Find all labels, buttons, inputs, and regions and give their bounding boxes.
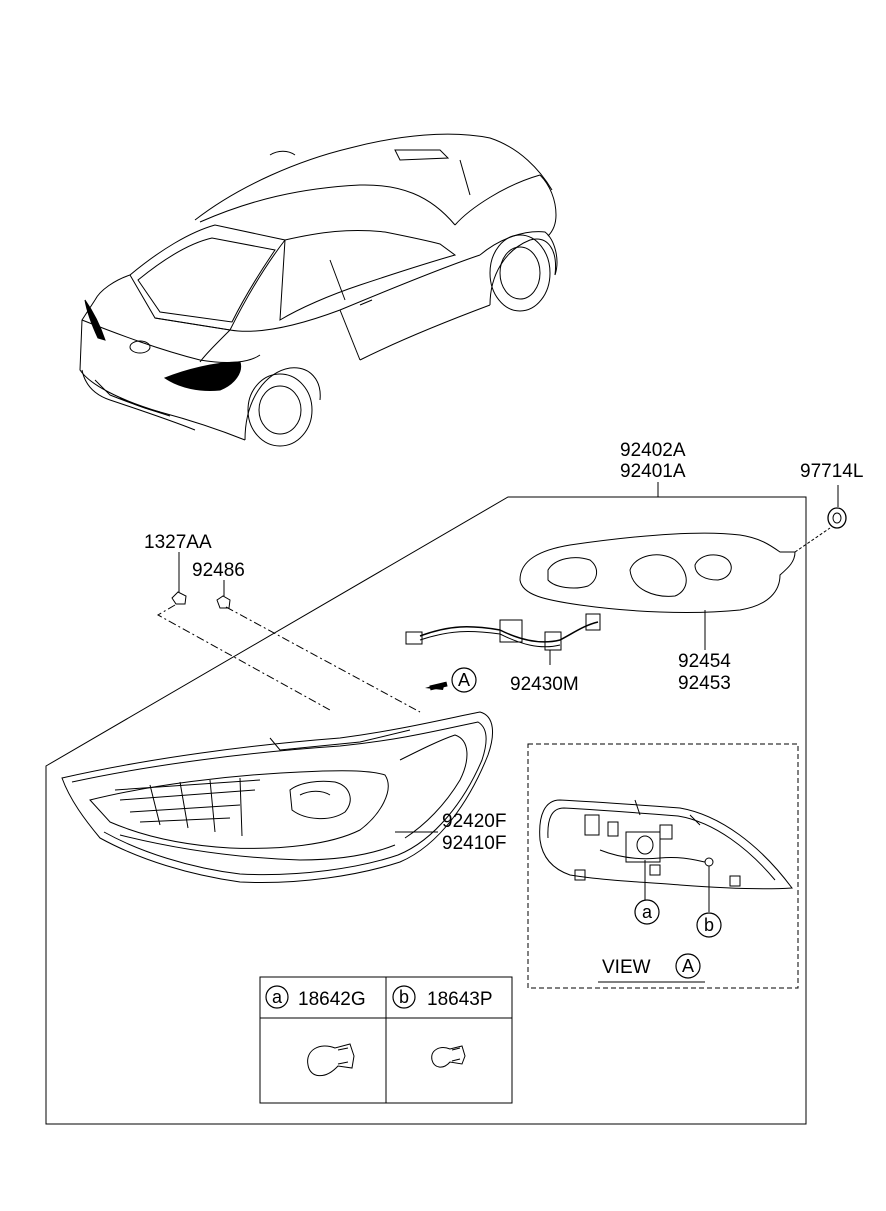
- callout-b-letter: b: [704, 915, 714, 935]
- bulb-table-b-part: 18643P: [427, 989, 493, 1010]
- callout-a-letter: a: [642, 902, 653, 922]
- bulb-table-b-letter: b: [399, 987, 409, 1007]
- socket-wiring-92430m: [405, 613, 601, 665]
- view-a-detail-box: [527, 743, 799, 989]
- gasket-92454: [519, 527, 831, 613]
- assembly-leader-line: [225, 606, 421, 713]
- assembly-leader-line: [156, 604, 331, 711]
- nut-97714l: [827, 485, 847, 529]
- view-a-title-circle: [675, 953, 701, 979]
- part-label-92430m: 92430M: [510, 674, 579, 695]
- bulb-table-a-part: 18642G: [298, 989, 366, 1010]
- part-label-1327aa: 1327AA: [144, 532, 212, 553]
- part-label-92402a: 92402A: [620, 440, 686, 461]
- part-label-92401a: 92401A: [620, 461, 686, 482]
- part-label-92453: 92453: [678, 673, 731, 694]
- view-a-title: VIEW: [602, 957, 651, 978]
- bulb-table: [259, 976, 513, 1104]
- view-a-circle-marker: [451, 667, 477, 693]
- view-a-arrow-letter: A: [458, 670, 470, 690]
- bulb-b-icon: [431, 1045, 466, 1068]
- screw-1327aa: [171, 552, 187, 605]
- grommet-92486: [216, 580, 231, 609]
- callout-b-circle: [696, 912, 722, 938]
- part-label-97714l: 97714L: [800, 461, 863, 482]
- assembly-boundary-box: [45, 496, 807, 1125]
- part-label-92420f: 92420F: [442, 811, 506, 832]
- view-a-arrow: [425, 681, 448, 691]
- part-label-92454: 92454: [678, 651, 731, 672]
- view-a-title-letter: A: [682, 956, 694, 976]
- lamp-lens-housing: [61, 711, 493, 883]
- callout-a-circle: [634, 899, 660, 925]
- bulb-table-a-letter: a: [272, 987, 283, 1007]
- part-label-92410f: 92410F: [442, 833, 506, 854]
- car-illustration: [79, 133, 558, 447]
- view-a-lamp-back: [539, 799, 793, 890]
- bulb-a-icon: [307, 1043, 355, 1077]
- part-label-92486: 92486: [192, 560, 245, 581]
